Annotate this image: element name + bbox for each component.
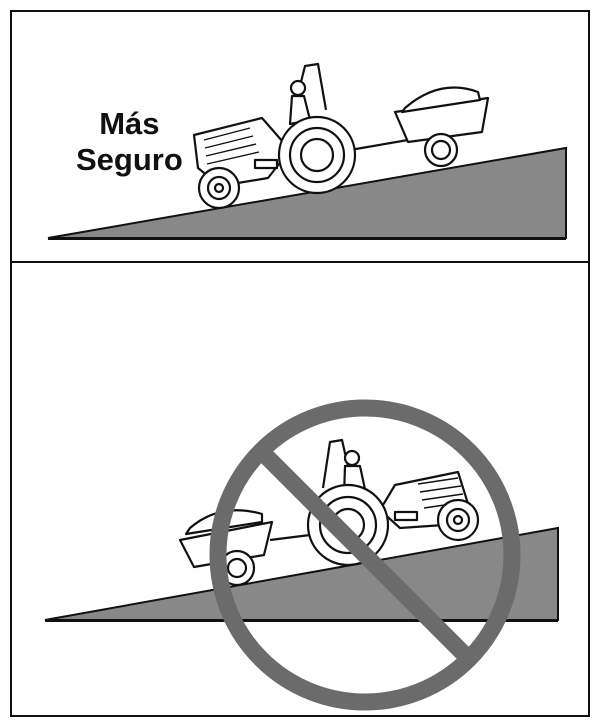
safer-label-line1: Más (99, 106, 160, 141)
tractor-facing-downhill-icon (192, 62, 490, 210)
no-symbol-icon (209, 399, 521, 711)
safer-label: Más Seguro (76, 106, 183, 178)
bottom-slope (44, 526, 559, 621)
diagram-frame (10, 10, 590, 717)
safer-label-line2: Seguro (76, 142, 183, 177)
tractor-facing-uphill-icon (178, 438, 480, 587)
